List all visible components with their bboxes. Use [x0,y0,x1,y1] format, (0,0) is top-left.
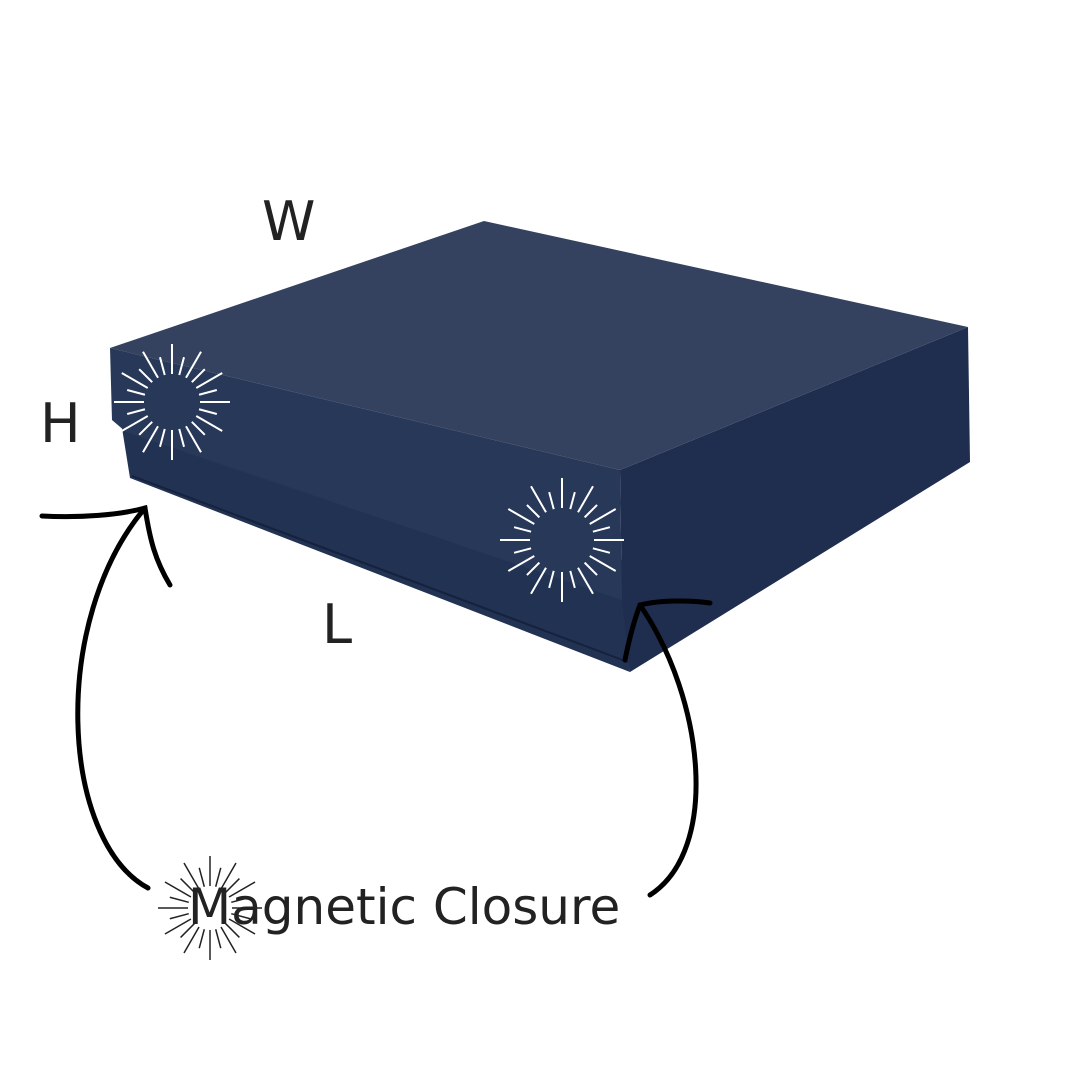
sparkle-ray [569,570,576,589]
box-lid-top [110,221,968,470]
sparkle-ray [198,408,218,415]
sparkle-ray [178,356,185,376]
sparkle-icon [114,344,230,460]
sparkle-ray [592,547,611,554]
width-label: W [262,190,316,253]
sparkle-ray [513,526,532,533]
sparkle-ray [185,425,202,453]
sparkle-ray [169,896,189,904]
sparkle-ray [214,867,222,887]
sparkle-ray [195,372,223,389]
sparkle-ray [169,912,189,920]
sparkle-ray [220,862,237,890]
box-base-front [122,428,630,672]
sparkle-ray [198,389,218,396]
sparkle-ray [183,862,200,890]
sparkle-ray [220,926,237,954]
sparkle-ray [526,504,541,519]
arrow-icon [622,598,713,898]
sparkle-ray [577,485,594,513]
sparkle-ray [195,415,223,432]
sparkle-ray [178,428,185,448]
height-label: H [40,392,81,455]
sparkle-ray [592,526,611,533]
sparkle-ray [225,923,240,938]
sparkle-icon [500,478,624,602]
sparkle-ray [231,912,251,920]
length-label: L [322,593,353,656]
sparkle-ray [191,368,206,383]
sparkle-ray [142,351,159,379]
sparkle-ray [231,896,251,904]
sparkle-ray [569,491,576,510]
sparkle-ray [142,425,159,453]
sparkle-ray [228,881,256,898]
sparkle-ray [228,918,256,935]
sparkle-ray [183,926,200,954]
sparkle-ray [159,428,166,448]
sparkle-ray [126,389,146,396]
sparkle-ray [548,491,555,510]
sparkle-ray [530,485,547,513]
sparkle-ray [513,547,532,554]
sparkle-ray [214,929,222,949]
sparkle-ray [164,881,192,898]
sparkle-ray [121,372,149,389]
sparkle-ray [159,356,166,376]
sparkle-ray [138,421,153,436]
sparkle-ray [526,561,541,576]
sparkle-ray [548,570,555,589]
box-edge [131,475,629,663]
sparkle-icon [158,856,262,960]
sparkle-ray [583,504,598,519]
sparkle-ray [121,415,149,432]
sparkle-ray [126,408,146,415]
magnetic-closure-caption: Magnetic Closure [188,878,621,936]
sparkle-ray [138,368,153,383]
sparkle-ray [164,918,192,935]
sparkle-ray [191,421,206,436]
sparkle-ray [180,878,195,893]
sparkle-ray [507,555,535,572]
sparkle-ray [180,923,195,938]
sparkle-ray [198,929,206,949]
sparkle-ray [589,555,617,572]
sparkle-ray [577,567,594,595]
sparkle-ray [198,867,206,887]
sparkle-ray [530,567,547,595]
box-right-side [620,327,970,672]
sparkle-ray [507,508,535,525]
sparkle-ray [185,351,202,379]
arrow-icon [39,504,173,891]
box-lid-front [110,348,622,600]
sparkle-ray [225,878,240,893]
sparkle-ray [583,561,598,576]
sparkle-ray [589,508,617,525]
